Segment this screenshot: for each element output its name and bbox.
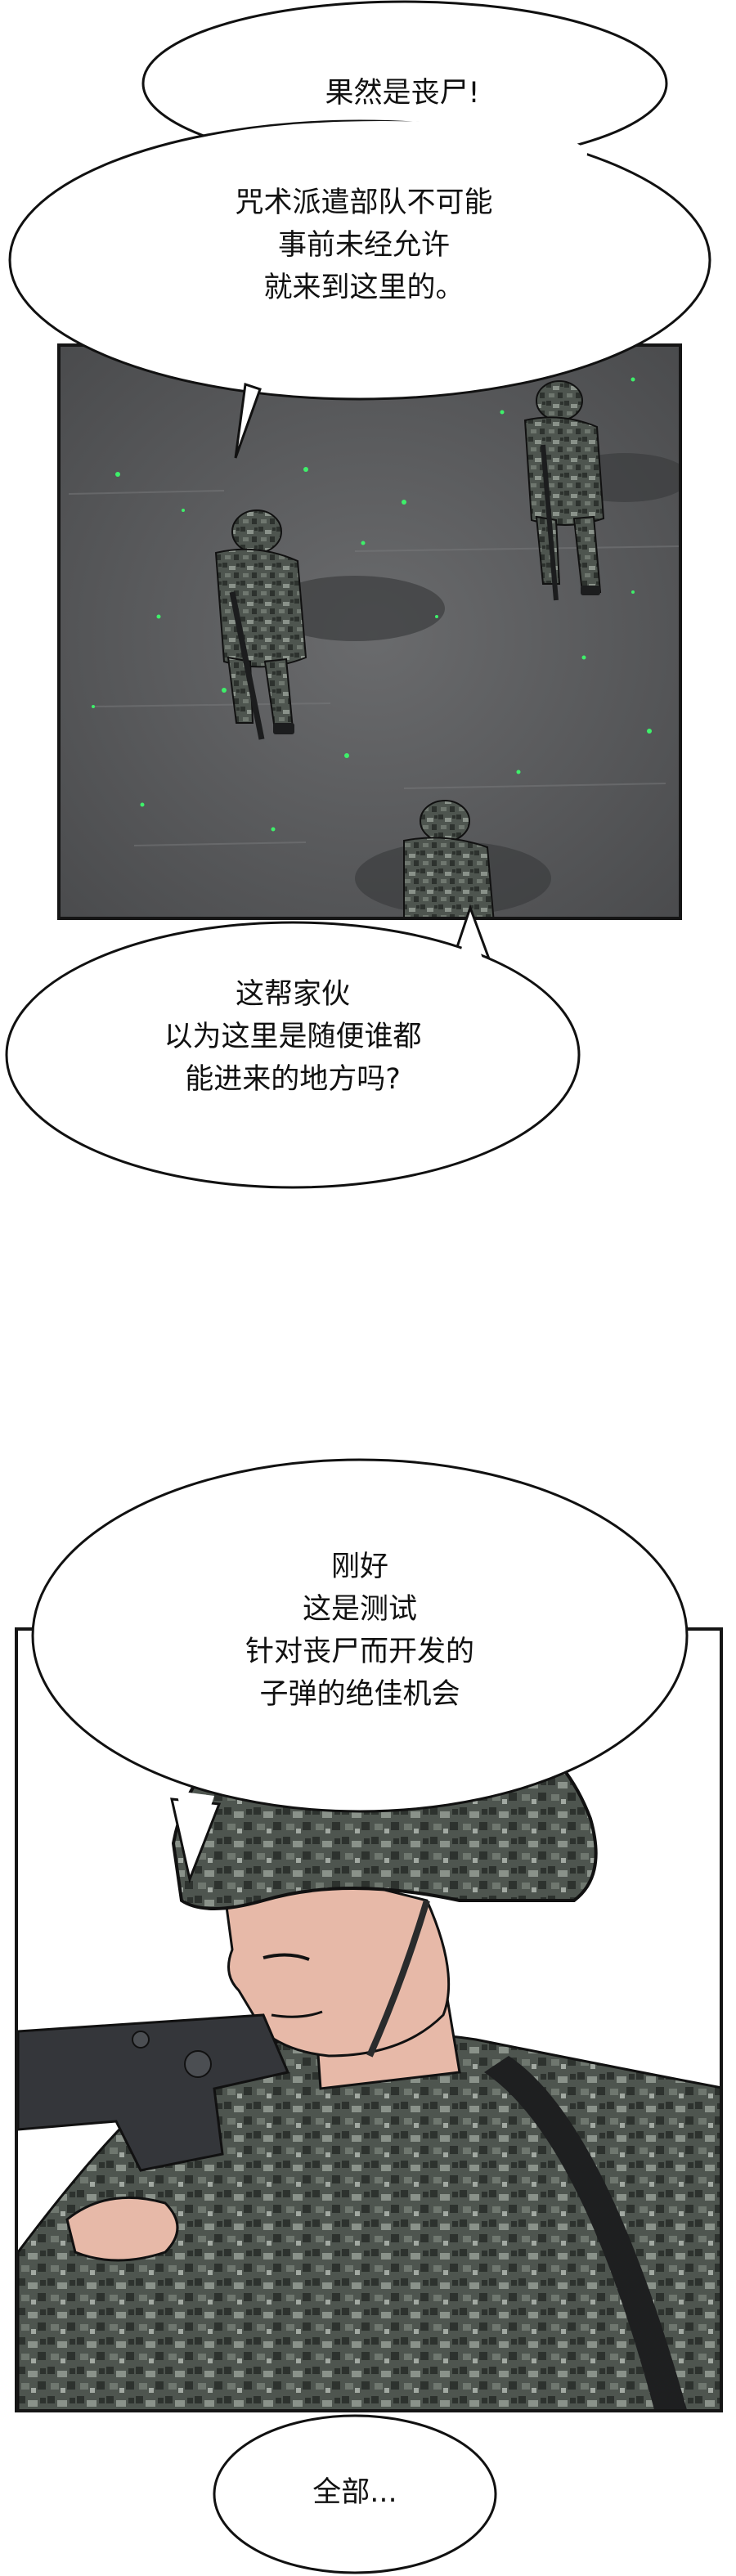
bubble-line: 这帮家伙 xyxy=(235,978,351,1011)
panel-soldier-aiming xyxy=(15,1627,723,2412)
bubble-line: 以为这里是随便谁都 xyxy=(164,1021,422,1053)
soldier-left xyxy=(214,509,307,740)
bubble-line: 子弹的绝佳机会 xyxy=(259,1678,460,1711)
soldier-bottom xyxy=(403,800,495,917)
tencent-comics-logo-icon xyxy=(600,2542,720,2561)
panel-soldiers-field xyxy=(57,343,682,920)
speech-text-all: 全部... xyxy=(312,2471,397,2514)
soldier-right xyxy=(523,380,605,601)
speech-bubble-lower-shape xyxy=(31,1458,689,1884)
speech-text-these-guys: 这帮家伙 以为这里是随便谁都 能进来的地方吗? xyxy=(164,973,421,1101)
speech-text-bullet-test: 刚好 这是测试 针对丧尸而开发的 子弹的绝佳机会 xyxy=(245,1546,474,1716)
bubble-line: 咒术派遣部队不可能 xyxy=(235,186,493,219)
bubble-line: 针对丧尸而开发的 xyxy=(245,1636,475,1668)
bubble-line: 全部... xyxy=(312,2476,397,2509)
bubble-line: 事前未经允许 xyxy=(277,229,451,262)
bubble-line: 就来到这里的。 xyxy=(263,272,464,304)
speech-bubble-middle-shape xyxy=(5,904,581,1189)
bubble-line: 刚好 xyxy=(330,1551,389,1583)
bubble-line: 能进来的地方吗? xyxy=(185,1063,401,1096)
speech-text-zombie-exclaim: 果然是丧尸! xyxy=(325,72,479,114)
soldiers-field-art xyxy=(61,347,679,917)
speech-text-dispatch-unit: 咒术派遣部队不可能 事前未经允许 就来到这里的。 xyxy=(235,182,492,309)
bubble-line: 果然是丧尸! xyxy=(325,77,480,110)
speech-bubble-top-shape xyxy=(8,0,711,459)
bubble-line: 这是测试 xyxy=(302,1593,418,1626)
speech-bubble-bottom-shape xyxy=(213,2414,497,2574)
